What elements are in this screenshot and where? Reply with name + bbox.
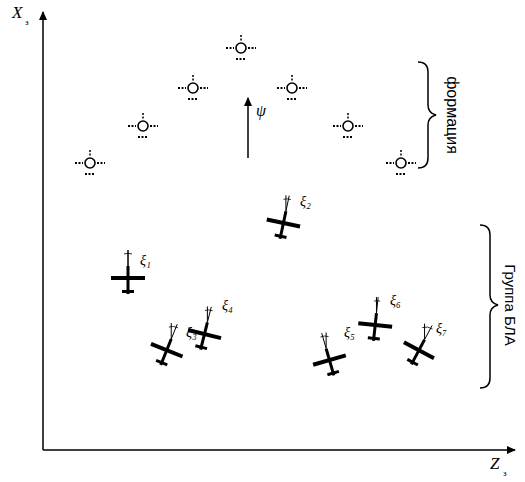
uav-icon	[184, 318, 224, 353]
x-axis	[42, 12, 44, 450]
group-label: формация	[444, 76, 460, 154]
angle-arc	[169, 326, 178, 327]
angle-arc	[124, 253, 132, 255]
angle-arc	[284, 198, 291, 200]
reference-line	[128, 250, 129, 266]
angle-label: ξ₆	[390, 294, 401, 308]
angle-label: ξ₃	[186, 326, 197, 340]
heading-symbol: ψ	[256, 103, 266, 119]
heading-line	[425, 326, 433, 340]
uav-icon	[396, 332, 439, 373]
bracket	[480, 225, 498, 388]
heading-line	[207, 307, 211, 323]
reference-line	[171, 323, 172, 339]
reference-line	[424, 324, 425, 340]
uav-icon	[263, 208, 302, 242]
group-label: Группа БЛА	[503, 264, 518, 345]
angle-label: ξ₅	[344, 326, 355, 340]
heading-line	[128, 250, 129, 266]
angle-label: ξ₁	[140, 254, 151, 268]
heading-line	[286, 196, 289, 212]
axis-subscript: з	[503, 469, 507, 478]
angle-arc	[320, 336, 328, 338]
bracket	[418, 62, 436, 168]
axis-subscript: з	[25, 18, 29, 27]
angle-arc	[205, 309, 213, 311]
uav-icon	[145, 333, 187, 372]
uav-icon	[357, 311, 394, 342]
angle-label: ξ₇	[436, 322, 447, 336]
angle-label: ξ₂	[300, 195, 311, 209]
heading-line	[376, 297, 378, 313]
angle-arc	[374, 300, 380, 301]
uav-icon	[111, 266, 145, 294]
angle-arc	[422, 327, 432, 329]
uav-icon	[310, 344, 350, 380]
axis-name: Z	[490, 455, 499, 472]
angle-label: ξ₄	[222, 299, 233, 313]
heading-arrow	[247, 98, 249, 158]
z-axis	[43, 449, 515, 451]
axis-name: X	[12, 4, 22, 21]
heading-line	[322, 333, 326, 348]
